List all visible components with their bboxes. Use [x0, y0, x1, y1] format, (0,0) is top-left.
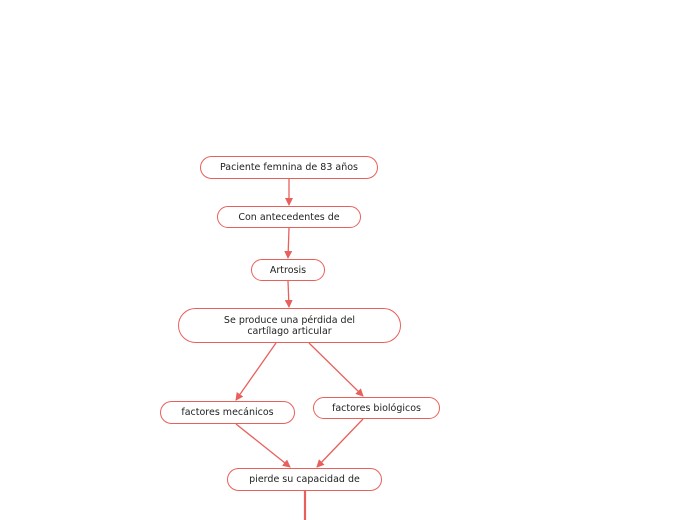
node-perdida[interactable]: Se produce una pérdida del cartílago art… — [178, 308, 401, 343]
node-artrosis-label: Artrosis — [269, 264, 307, 276]
node-capacidad[interactable]: pierde su capacidad de — [227, 468, 382, 491]
connector-perdida-to-biologicos — [308, 342, 364, 397]
connector-artrosis-to-perdida — [284, 280, 293, 308]
connector-biologicos-to-capacidad — [316, 418, 364, 468]
node-biologicos[interactable]: factores biológicos — [313, 397, 440, 419]
node-antecedentes[interactable]: Con antecedentes de — [217, 206, 361, 228]
node-paciente[interactable]: Paciente femnina de 83 años — [200, 156, 378, 179]
connector-perdida-to-mecanicos — [235, 342, 277, 401]
node-paciente-label: Paciente femnina de 83 años — [219, 162, 358, 173]
node-biologicos-label: factores biológicos — [331, 402, 422, 414]
node-mecanicos[interactable]: factores mecánicos — [160, 401, 295, 424]
node-perdida-label: Se produce una pérdida del cartílago art… — [223, 314, 356, 337]
node-artrosis[interactable]: Artrosis — [251, 259, 325, 281]
node-capacidad-label: pierde su capacidad de — [249, 474, 360, 485]
node-mecanicos-label: factores mecánicos — [181, 407, 274, 418]
connector-mecanicos-to-capacidad — [235, 423, 291, 468]
connector-antecedentes-to-artrosis — [284, 227, 293, 259]
node-antecedentes-label: Con antecedentes de — [238, 211, 340, 223]
